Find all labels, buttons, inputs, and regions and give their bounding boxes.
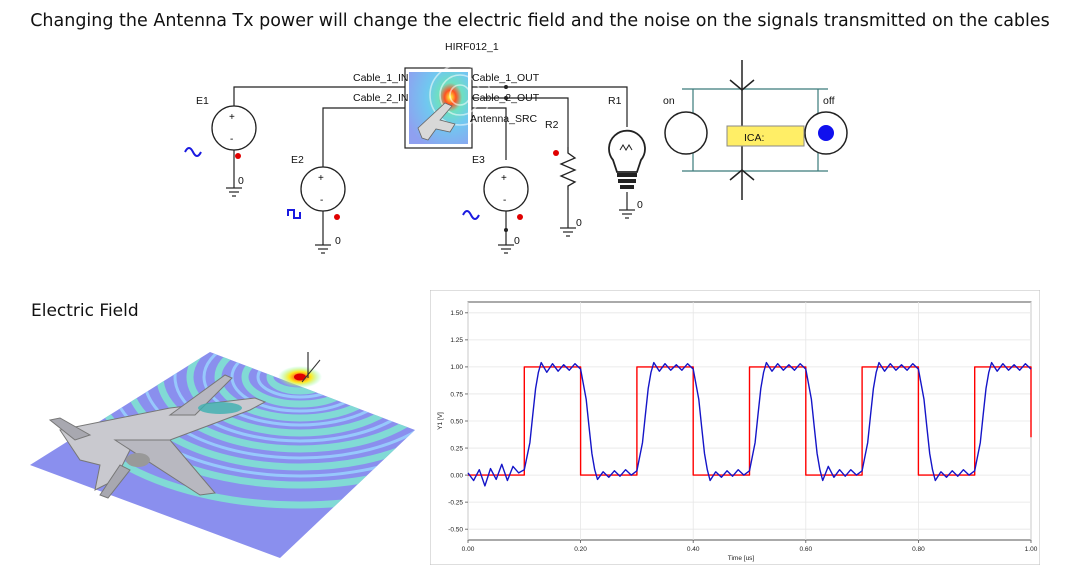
- port-cable2-out: Cable_2_OUT: [472, 92, 540, 104]
- y-tick-label: -0.50: [448, 526, 463, 533]
- svg-text:+: +: [501, 173, 507, 184]
- aircraft-thumbnail-icon: [417, 102, 456, 141]
- port-cable2-in: Cable_2_IN: [353, 92, 408, 104]
- y-tick-label: 0.75: [450, 391, 463, 398]
- sine-wave-icon: [184, 147, 202, 157]
- electric-field-label: Electric Field: [31, 301, 139, 321]
- probe-dot: [517, 214, 523, 220]
- label-e1: E1: [196, 95, 209, 107]
- svg-text:-: -: [230, 134, 233, 145]
- source-e2[interactable]: + -: [300, 166, 346, 212]
- port-antenna-src: Antenna_SRC: [470, 113, 538, 125]
- ground-icon: [560, 227, 576, 237]
- svg-text:-: -: [320, 195, 323, 206]
- y-axis-label: Y1 [V]: [437, 412, 444, 430]
- source-e3[interactable]: + -: [483, 166, 529, 212]
- label-r2: R2: [545, 119, 559, 131]
- x-tick-label: 0.20: [574, 546, 587, 553]
- ground-label-r1: 0: [637, 199, 643, 211]
- ground-icon: [498, 244, 514, 254]
- y-tick-label: 0.00: [450, 472, 463, 479]
- y-axis-ticks: 1.50 1.25 1.00 0.75 0.50 0.25 0.00 -0.25 -0.50: [448, 310, 468, 533]
- aircraft-icon: [48, 374, 267, 499]
- label-switch-on: on: [663, 95, 675, 107]
- ground-icon: [226, 187, 242, 197]
- label-e3: E3: [472, 154, 485, 166]
- resistor-r2[interactable]: [559, 147, 577, 190]
- x-axis-ticks: 0.00 0.20 0.40 0.60 0.80 1.00: [462, 540, 1038, 553]
- y-tick-label: -0.25: [448, 499, 463, 506]
- component-name: HIRF012_1: [445, 41, 499, 53]
- junction-dots: [504, 85, 508, 232]
- label-e2: E2: [291, 154, 304, 166]
- active-led-icon: [818, 125, 834, 141]
- ground-icon: [315, 244, 331, 254]
- x-tick-label: 0.40: [687, 546, 700, 553]
- label-switch-off: off: [823, 95, 835, 107]
- svg-text:+: +: [318, 173, 324, 184]
- series-group: [467, 361, 1032, 487]
- label-ica: ICA:: [744, 132, 764, 144]
- series-line-measured: [467, 361, 1032, 487]
- svg-text:+: +: [229, 112, 235, 123]
- ground-icon: [619, 209, 635, 219]
- source-e1[interactable]: + -: [211, 105, 257, 151]
- ground-label-e1: 0: [238, 175, 244, 187]
- x-tick-label: 0.00: [462, 546, 475, 553]
- ground-label-e3: 0: [514, 235, 520, 247]
- ground-label-e2: 0: [335, 235, 341, 247]
- y-tick-label: 1.50: [450, 310, 463, 317]
- ica-display: [726, 125, 805, 147]
- square-wave-icon: [287, 209, 301, 219]
- circuit-schematic: HIRF012_1 Cable_1_IN Cable_2_IN Cable_1_…: [184, 41, 848, 254]
- sine-wave-icon: [462, 210, 480, 220]
- lightbulb-icon[interactable]: [608, 129, 646, 189]
- electric-field-render: [30, 352, 415, 558]
- switch-on-indicator[interactable]: [664, 111, 708, 155]
- probe-dot: [334, 214, 340, 220]
- ica-switch[interactable]: [664, 60, 848, 200]
- svg-text:-: -: [503, 195, 506, 206]
- hirf-component[interactable]: [404, 64, 491, 149]
- voltage-chart: 1.50 1.25 1.00 0.75 0.50 0.25 0.00 -0.25 -0.50 0…: [430, 290, 1040, 565]
- y-tick-label: 1.00: [450, 364, 463, 371]
- port-cable1-in: Cable_1_IN: [353, 72, 408, 84]
- port-cable1-out: Cable_1_OUT: [472, 72, 540, 84]
- x-axis-label: Time [us]: [728, 555, 755, 562]
- y-tick-label: 1.25: [450, 337, 463, 344]
- wires: [233, 86, 628, 245]
- y-tick-label: 0.50: [450, 418, 463, 425]
- headline: Changing the Antenna Tx power will chang…: [30, 11, 1050, 31]
- probe-dot: [553, 150, 559, 156]
- probe-dot: [235, 153, 241, 159]
- y-tick-label: 0.25: [450, 445, 463, 452]
- x-tick-label: 0.60: [799, 546, 812, 553]
- x-tick-label: 1.00: [1025, 546, 1038, 553]
- ground-label-r2: 0: [576, 217, 582, 229]
- label-r1: R1: [608, 95, 622, 107]
- x-tick-label: 0.80: [912, 546, 925, 553]
